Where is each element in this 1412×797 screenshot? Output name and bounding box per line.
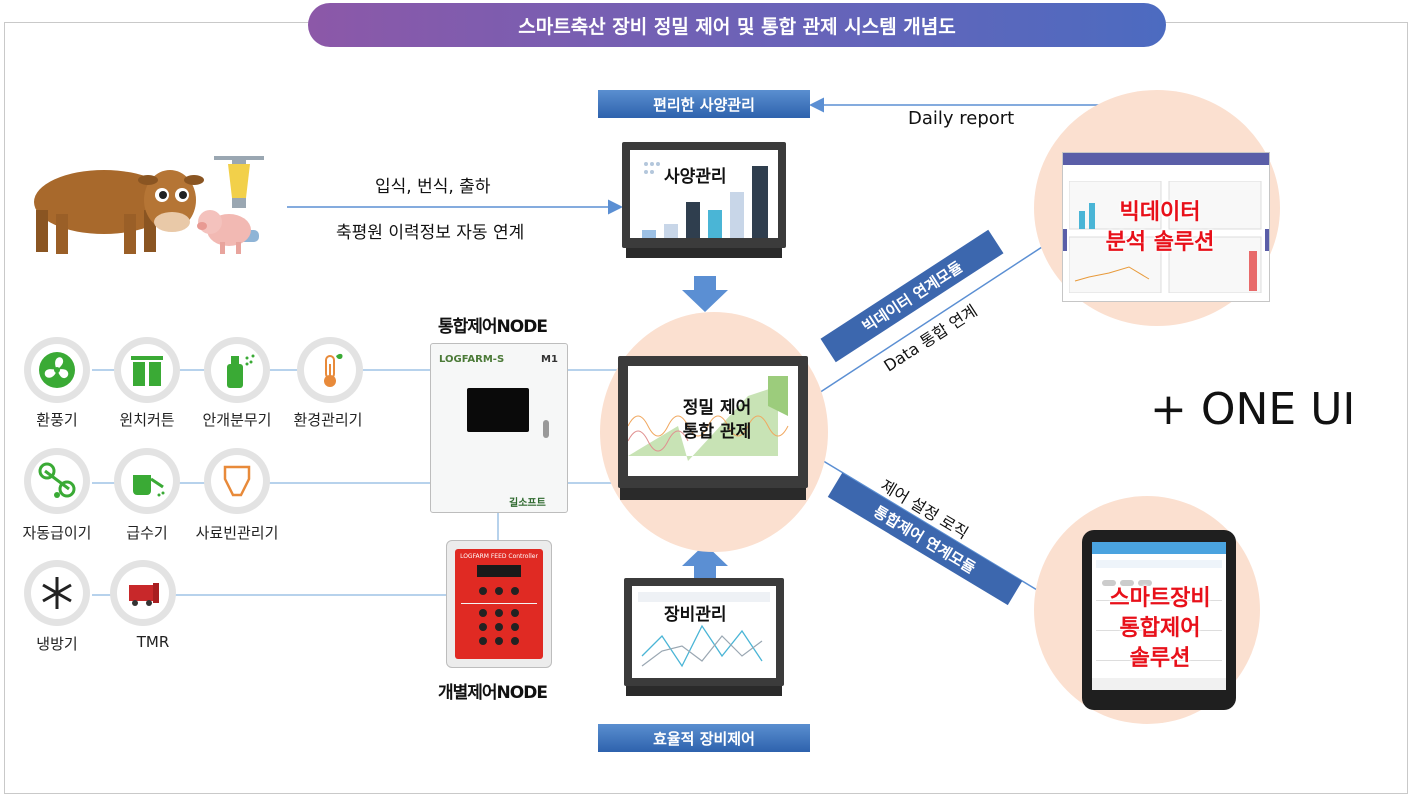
integrated-node-model: M1 — [541, 354, 558, 365]
bigdata-screen-header — [1063, 153, 1269, 165]
mist-sprayer-icon — [227, 354, 255, 388]
snowflake-icon — [42, 577, 72, 609]
tablet-screen — [1092, 542, 1226, 690]
diagram-title: 스마트축산 장비 정밀 제어 및 통합 관제 시스템 개념도 — [308, 3, 1166, 47]
device-feed-bin — [204, 448, 270, 514]
equipment-monitor-base — [626, 686, 782, 696]
smart-line1: 스마트장비 — [1109, 586, 1211, 611]
control-chart-icon — [627, 376, 789, 461]
one-ui-label: + ONE UI — [1150, 384, 1356, 435]
control-monitor-base — [620, 488, 806, 500]
integrated-node-display — [467, 388, 529, 432]
device-label-environment: 환경관리기 — [293, 411, 363, 429]
bigdata-line2: 분석 솔루션 — [1105, 230, 1215, 255]
bigdata-charts-icon — [1069, 181, 1262, 293]
watering-can-icon — [133, 475, 165, 497]
individual-node-buttons-icon — [461, 587, 537, 645]
device-label-tmr: TMR — [136, 633, 170, 651]
thermometer-icon — [324, 353, 343, 387]
device-label-cooler: 냉방기 — [36, 635, 78, 653]
integrated-node-title: 통합제어NODE — [438, 317, 548, 337]
individual-node-header: LOGFARM FEED Controller — [460, 553, 538, 560]
feeding-monitor-base — [626, 248, 782, 258]
feeding-monitor: 사양관리 — [622, 142, 786, 248]
tablet-device — [1082, 530, 1236, 710]
equipment-monitor-label: 장비관리 — [664, 605, 727, 625]
feeding-to-control-arrow — [682, 276, 728, 312]
feed-bin-icon — [223, 465, 251, 497]
device-fan — [24, 337, 90, 403]
integrated-node-latch — [543, 420, 549, 438]
feeding-bar-chart-icon — [642, 162, 768, 238]
device-label-waterer: 급수기 — [126, 524, 168, 542]
fan-icon — [39, 352, 75, 388]
integrated-node-brand: LOGFARM-S — [439, 354, 505, 365]
device-label-mist: 안개분무기 — [202, 411, 272, 429]
individual-node-box: LOGFARM FEED Controller — [446, 540, 552, 668]
device-mist-sprayer — [204, 337, 270, 403]
bigdata-line1: 빅데이터 — [1119, 200, 1201, 225]
bigdata-solution-label: 빅데이터 분석 솔루션 — [1090, 198, 1230, 258]
control-monitor: 정밀 제어 통합 관제 — [618, 356, 808, 488]
feeding-monitor-label: 사양관리 — [664, 167, 727, 187]
smart-line3: 솔루션 — [1129, 646, 1191, 671]
tablet-ui-icon — [1096, 560, 1222, 661]
convenient-feeding-box: 편리한 사양관리 — [598, 90, 810, 118]
device-environment — [297, 337, 363, 403]
flow-text-stock: 입식, 번식, 출하 — [375, 177, 491, 197]
winch-curtain-icon — [131, 356, 163, 386]
device-cooler — [24, 560, 90, 626]
integrated-node-box: LOGFARM-S M1 길소프트 — [430, 343, 568, 513]
device-auto-feeder — [24, 448, 90, 514]
device-label-winch: 윈치커튼 — [119, 411, 175, 429]
bigdata-screen — [1062, 152, 1270, 302]
integrated-node-maker: 길소프트 — [509, 498, 546, 509]
cow-icon — [34, 170, 204, 254]
pig-icon — [197, 210, 251, 254]
flow-text-link: 축평원 이력정보 자동 연계 — [336, 223, 525, 243]
individual-node-display — [477, 565, 521, 577]
device-label-fan: 환풍기 — [36, 411, 78, 429]
daily-report-label: Daily report — [908, 108, 1015, 129]
smart-line2: 통합제어 — [1119, 616, 1201, 641]
livestock-illustration — [34, 156, 264, 254]
device-tmr — [110, 560, 176, 626]
device-label-auto-feeder: 자동급이기 — [22, 524, 92, 542]
equipment-to-control-arrow — [682, 544, 728, 580]
auto-feeder-icon — [38, 462, 76, 498]
device-label-feed-bin: 사료빈관리기 — [195, 524, 279, 542]
device-winch-curtain — [114, 337, 180, 403]
smart-solution-label: 스마트장비 통합제어 솔루션 — [1090, 584, 1230, 674]
equipment-monitor: 장비관리 — [624, 578, 784, 686]
tablet-screen-header — [1092, 542, 1226, 554]
control-label-line2: 통합 관제 — [682, 422, 752, 442]
efficient-control-box: 효율적 장비제어 — [598, 724, 810, 752]
tmr-machine-icon — [129, 583, 159, 606]
control-label-line1: 정밀 제어 — [682, 398, 752, 418]
individual-node-panel: LOGFARM FEED Controller — [455, 549, 543, 659]
individual-node-title: 개별제어NODE — [438, 683, 548, 703]
feeder-tower-icon — [214, 156, 264, 242]
equipment-line-chart-icon — [638, 592, 770, 668]
control-monitor-label: 정밀 제어 통합 관제 — [662, 396, 772, 444]
device-waterer — [114, 448, 180, 514]
